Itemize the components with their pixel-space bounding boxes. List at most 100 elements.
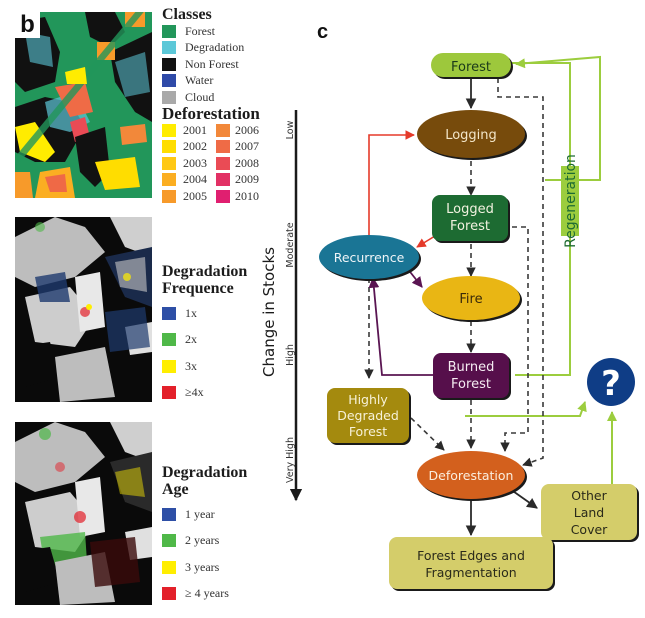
legend-swatch	[216, 123, 230, 137]
legend-swatch	[162, 587, 176, 601]
legend-swatch	[162, 74, 176, 88]
legend-swatch	[162, 57, 176, 71]
frequence-map-image	[15, 217, 152, 402]
legend-swatch	[162, 359, 176, 373]
legend-swatch	[162, 41, 176, 55]
deforestation-legend-col2: 2006 2007 2008 2009 2010	[216, 122, 262, 205]
regeneration-arrow-burned	[515, 236, 571, 376]
legend-swatch	[162, 333, 176, 347]
legend-swatch	[162, 534, 176, 548]
recurrence-to-logging-arrow	[368, 130, 415, 236]
legend-label: ≥4x	[185, 385, 204, 400]
legend-label: ≥ 4 years	[185, 586, 229, 601]
node-logging-label: Logging	[445, 128, 497, 143]
node-forest-edges-label-2: Fragmentation	[425, 565, 516, 580]
node-forest: Forest	[431, 53, 513, 79]
node-recurrence-label: Recurrence	[334, 250, 405, 265]
legend-label: 2005	[183, 188, 207, 203]
node-forest-edges-fragmentation: Forest Edges and Fragmentation	[389, 537, 555, 591]
node-recurrence: Recurrence	[319, 235, 421, 281]
legend-label: Water	[185, 73, 214, 88]
legend-label: 2 years	[185, 533, 220, 548]
legend-label: 2008	[235, 155, 259, 170]
legend-label: 2001	[183, 122, 207, 137]
node-logged-forest: Logged Forest	[432, 195, 510, 243]
legend-swatch	[216, 140, 230, 154]
degradation-frequence-legend: Degradation Frequence 1x 2x 3x ≥4x	[162, 263, 247, 406]
node-unknown-outcome: ?	[587, 358, 635, 406]
age-legend-title-line2: Age	[162, 481, 189, 498]
legend-swatch	[216, 189, 230, 203]
legend-label: 2002	[183, 139, 207, 154]
legend-item-2007: 2007	[216, 139, 262, 156]
legend-item-3x: 3x	[162, 353, 247, 380]
legend-item-2010: 2010	[216, 188, 262, 205]
legend-item-2001: 2001	[162, 122, 212, 139]
legend-swatch	[216, 173, 230, 187]
classes-legend-title: Classes	[162, 6, 212, 23]
legend-swatch	[162, 560, 176, 574]
legend-item-4-years-plus: ≥ 4 years	[162, 581, 247, 608]
panel-c-label: c	[317, 21, 328, 43]
node-other-land-cover-label-3: Cover	[571, 522, 608, 537]
legend-item-2008: 2008	[216, 155, 262, 172]
legend-label: Degradation	[185, 40, 245, 55]
frequence-legend-title-line2: Frequence	[162, 280, 234, 297]
node-logged-forest-label-2: Forest	[450, 219, 490, 234]
deforestation-legend-col1: 2001 2002 2003 2004 2005	[162, 122, 212, 205]
legend-label: 2x	[185, 332, 197, 347]
legend-label: 2010	[235, 188, 259, 203]
legend-item-3-years: 3 years	[162, 554, 247, 581]
axis-level-very-high: Very High	[285, 437, 296, 483]
regeneration-arrows	[465, 55, 617, 486]
legend-swatch	[162, 140, 176, 154]
dashed-transitions	[364, 78, 544, 467]
node-fire-label: Fire	[459, 292, 482, 307]
legend-label: Forest	[185, 23, 215, 38]
legend-item-2009: 2009	[216, 172, 262, 189]
legend-item-water: Water	[162, 73, 244, 90]
legend-item-1-year: 1 year	[162, 501, 247, 528]
legend-label: 3x	[185, 358, 197, 373]
legend-label: 3 years	[185, 559, 220, 574]
legend-label: 2003	[183, 155, 207, 170]
regeneration-arrow-logged	[515, 55, 601, 181]
classes-map-image	[15, 12, 152, 198]
degradation-age-legend: Degradation Age 1 year 2 years 3 years ≥…	[162, 464, 247, 607]
legend-item-2003: 2003	[162, 155, 212, 172]
logged-forest-to-deforestation-arrow	[500, 226, 529, 452]
node-fire: Fire	[422, 276, 522, 322]
panel-b-label: b	[15, 12, 40, 38]
node-highly-degraded-forest: Highly Degraded Forest	[327, 388, 411, 445]
axis-level-low: Low	[285, 120, 296, 139]
forest-to-deforestation-dashed-arrow	[497, 78, 544, 467]
deforestation-legend: Deforestation 2001 2002 2003 2004 2005 2…	[162, 105, 262, 205]
node-logging: Logging	[417, 110, 527, 160]
legend-label: Cloud	[185, 89, 215, 104]
deforestation-legend-title: Deforestation	[162, 104, 260, 123]
legend-label: 1x	[185, 305, 197, 320]
legend-item-2005: 2005	[162, 188, 212, 205]
node-highly-degraded-label-2: Degraded	[337, 408, 399, 423]
node-other-land-cover-label-2: Land	[574, 505, 604, 520]
legend-swatch	[162, 24, 176, 38]
highly-degraded-to-unknown-arrow	[465, 401, 587, 417]
node-deforestation-label: Deforestation	[429, 468, 514, 483]
frequence-legend-title-line1: Degradation	[162, 263, 248, 280]
legend-swatch	[162, 173, 176, 187]
legend-item-forest: Forest	[162, 23, 244, 40]
legend-item-non-forest: Non Forest	[162, 56, 244, 73]
legend-label: 1 year	[185, 506, 215, 521]
regeneration-label-box	[561, 166, 579, 236]
legend-item-2x: 2x	[162, 327, 247, 354]
axis-level-high: High	[285, 344, 296, 366]
legend-swatch	[162, 189, 176, 203]
legend-item-2004: 2004	[162, 172, 212, 189]
node-forest-label: Forest	[451, 60, 491, 75]
legend-label: 2007	[235, 139, 259, 154]
node-forest-edges-label-1: Forest Edges and	[417, 548, 525, 563]
legend-label: Non Forest	[185, 56, 239, 71]
age-map-image	[15, 422, 152, 605]
highly-degraded-to-deforestation-arrow	[410, 417, 445, 451]
degradation-age-map	[15, 422, 152, 605]
